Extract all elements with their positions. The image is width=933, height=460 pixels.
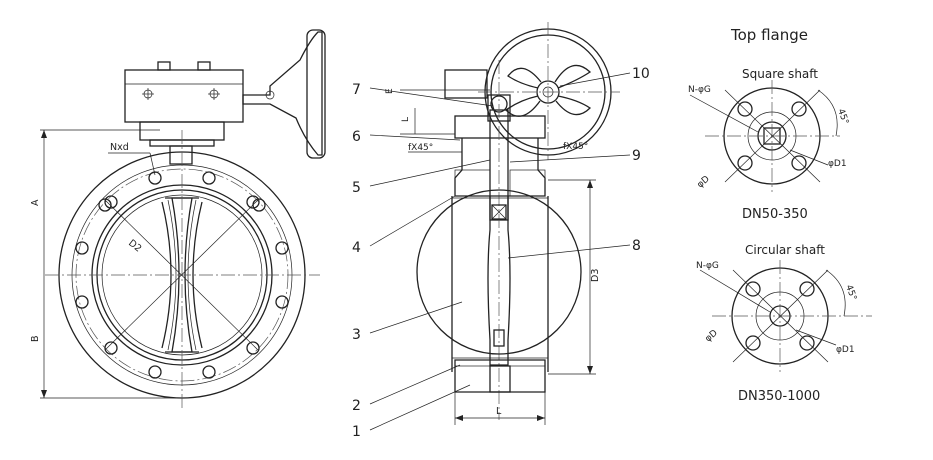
square-shaft-subtitle: Square shaft bbox=[742, 67, 818, 81]
disc-sphere bbox=[416, 189, 582, 355]
circular-d1-label: φD1 bbox=[836, 345, 855, 355]
callout-5: 5 bbox=[352, 180, 361, 196]
dim-l-small-label: L bbox=[401, 117, 411, 122]
callout-10: 10 bbox=[632, 66, 650, 82]
circular-ng-label: N-φG bbox=[696, 261, 719, 271]
callout-7: 7 bbox=[352, 82, 361, 98]
circular-shaft-subtitle: Circular shaft bbox=[745, 243, 825, 257]
front-view: A B Nxd D2 bbox=[30, 29, 326, 410]
callout-1: 1 bbox=[352, 424, 361, 440]
dim-l-label: L bbox=[496, 406, 502, 417]
callout-9: 9 bbox=[632, 148, 641, 164]
chamfer-right-label: fX45° bbox=[563, 142, 588, 152]
callout-3: 3 bbox=[352, 327, 361, 343]
square-d-label: φD bbox=[696, 174, 712, 190]
gearbox-body bbox=[124, 69, 244, 123]
square-d1-label: φD1 bbox=[828, 159, 847, 169]
bolt-holes bbox=[75, 171, 289, 379]
square-shaft-detail: Square shaft N-φG 45° φD1 φD DN50-350 bbox=[688, 67, 850, 222]
callout-6: 6 bbox=[352, 129, 361, 145]
d3-label: D3 bbox=[590, 269, 601, 282]
dim-b-label: B bbox=[30, 335, 41, 342]
circular-shaft-detail: Circular shaft N-φG 45° φD1 φD DN350-100… bbox=[696, 243, 872, 404]
top-flange-title: Top flange bbox=[730, 26, 808, 44]
nxd-label: Nxd bbox=[110, 142, 129, 153]
dim-a-label: A bbox=[30, 199, 41, 206]
top-flange-panel: Top flange Square shaft N-φG 45° φD1 φD … bbox=[688, 26, 872, 404]
callout-2: 2 bbox=[352, 398, 361, 414]
square-ng-label: N-φG bbox=[688, 85, 711, 95]
callout-8: 8 bbox=[632, 238, 641, 254]
side-view: D3 L L E fX45° fX45° 7 6 5 4 3 2 bbox=[352, 22, 650, 440]
d2-label: D2 bbox=[126, 238, 143, 255]
chamfer-left-label: fX45° bbox=[408, 143, 433, 153]
callout-4: 4 bbox=[352, 240, 361, 256]
circular-caption: DN350-1000 bbox=[738, 389, 820, 404]
square-caption: DN50-350 bbox=[742, 207, 808, 222]
circular-angle-label: 45° bbox=[843, 284, 858, 302]
circular-d-label: φD bbox=[704, 328, 720, 344]
callouts: 7 6 5 4 3 2 1 10 9 8 bbox=[352, 66, 650, 440]
